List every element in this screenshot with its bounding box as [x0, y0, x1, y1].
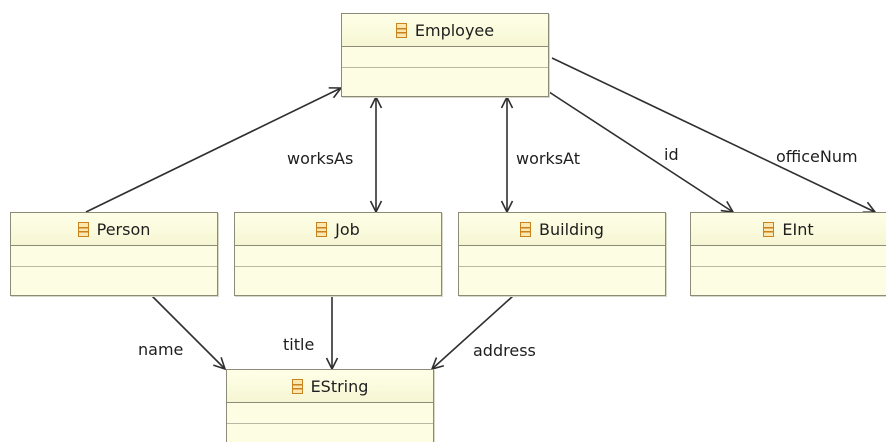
- class-person-attributes: [11, 246, 217, 267]
- class-eint-operations: [691, 267, 886, 287]
- reference-label-officenum: officeNum: [776, 147, 858, 166]
- class-employee-name: Employee: [414, 20, 495, 40]
- reference-label-worksas: worksAs: [287, 149, 354, 168]
- class-job[interactable]: Job: [234, 212, 442, 296]
- class-eint[interactable]: EInt: [690, 212, 886, 296]
- class-employee-operations: [342, 68, 548, 88]
- class-job-attributes: [235, 246, 441, 267]
- class-estring-operations: [227, 424, 433, 442]
- class-eint-header: EInt: [691, 213, 886, 246]
- reference-label-name: name: [138, 340, 184, 359]
- class-person[interactable]: Person: [10, 212, 218, 296]
- class-employee[interactable]: Employee: [341, 13, 549, 97]
- class-building-name: Building: [539, 219, 604, 239]
- class-employee-header: Employee: [342, 14, 548, 47]
- reference-label-worksat: worksAt: [516, 149, 580, 168]
- class-building-header: Building: [459, 213, 665, 246]
- eclass-icon: [316, 221, 328, 237]
- class-person-name: Person: [96, 219, 151, 239]
- class-person-operations: [11, 267, 217, 287]
- eclass-icon: [763, 221, 775, 237]
- edge-employee-eint-officenum[interactable]: [551, 57, 877, 214]
- class-eint-attributes: [691, 246, 886, 267]
- edge-person-estring-name[interactable]: [151, 295, 227, 371]
- class-person-header: Person: [11, 213, 217, 246]
- class-building[interactable]: Building: [458, 212, 666, 296]
- eclass-icon: [291, 378, 303, 394]
- class-job-name: Job: [335, 219, 360, 239]
- reference-label-title: title: [283, 335, 315, 354]
- edge-person-employee[interactable]: [85, 87, 343, 213]
- class-estring-name: EString: [310, 376, 369, 396]
- class-job-operations: [235, 267, 441, 287]
- reference-label-id: id: [664, 145, 679, 164]
- reference-label-address: address: [473, 341, 536, 360]
- eclass-icon: [77, 221, 89, 237]
- class-estring-header: EString: [227, 370, 433, 403]
- class-building-attributes: [459, 246, 665, 267]
- class-eint-name: EInt: [782, 219, 814, 239]
- edge-employee-eint-id[interactable]: [545, 89, 735, 213]
- edge-building-estring-address[interactable]: [430, 295, 514, 371]
- class-estring[interactable]: EString: [226, 369, 434, 442]
- eclass-icon: [395, 22, 407, 38]
- class-employee-attributes: [342, 47, 548, 68]
- class-job-header: Job: [235, 213, 441, 246]
- class-estring-attributes: [227, 403, 433, 424]
- eclass-icon: [520, 221, 532, 237]
- class-building-operations: [459, 267, 665, 287]
